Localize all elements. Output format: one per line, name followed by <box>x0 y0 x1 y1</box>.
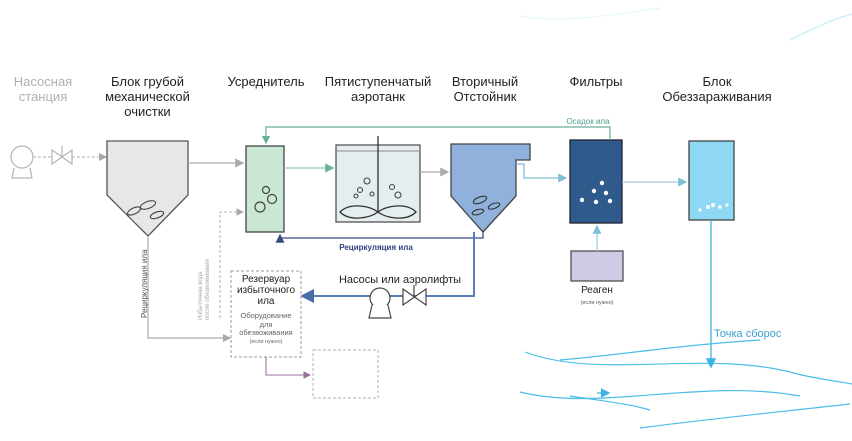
reagent-label: Реаген <box>581 285 613 296</box>
corner-decoration <box>789 13 852 41</box>
disinfection-tank <box>688 140 735 221</box>
label-equalizer: Усреднитель <box>227 74 305 89</box>
water-waves <box>519 339 852 429</box>
mixer-icon <box>339 136 417 219</box>
label-recirc-left: Рециркуляция ила <box>140 249 149 318</box>
filter-tank <box>569 139 623 224</box>
equalizer-tank <box>245 145 285 233</box>
secondary-settler <box>450 143 531 233</box>
label-recirc-aero: Рециркуляция ила <box>339 243 413 252</box>
external-box <box>312 349 379 399</box>
label-sludge-return: Осадок ила <box>566 117 610 126</box>
reagent-note: (если нужно) <box>580 300 614 306</box>
excess-sludge-reservoir <box>230 270 302 358</box>
valve-icon-2 <box>402 285 427 307</box>
valve-icon <box>51 146 73 166</box>
label-filters: Фильтры <box>569 74 623 89</box>
mech-cleaning-hopper <box>106 140 189 237</box>
discharge-label: Точка сборос <box>714 328 782 340</box>
pump-station-icon <box>10 145 34 179</box>
reagent-tank <box>570 250 624 282</box>
label-pumps: Насосы или аэролифты <box>338 274 462 286</box>
pump-icon <box>368 287 392 319</box>
